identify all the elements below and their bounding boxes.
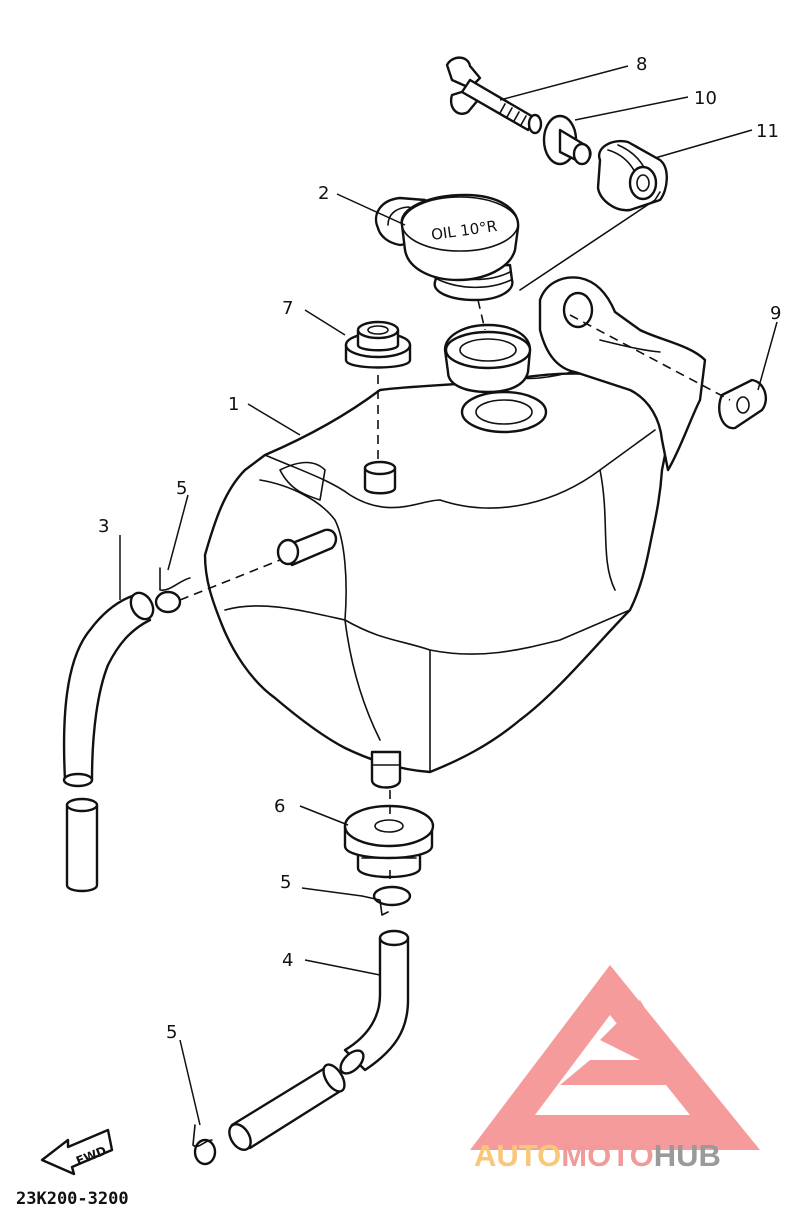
callout-9: 9 (770, 303, 781, 324)
callout-4: 4 (282, 950, 293, 971)
fwd-arrow-icon: FWD (40, 1128, 114, 1176)
hose-3 (62, 591, 155, 893)
callout-5-lower: 5 (166, 1022, 177, 1043)
watermark-auto: AUTO (474, 1138, 561, 1173)
callout-6: 6 (274, 796, 285, 817)
callout-8: 8 (636, 54, 647, 75)
watermark-logo (470, 965, 760, 1150)
callout-5-middle: 5 (280, 872, 291, 893)
callout-7: 7 (282, 298, 293, 319)
bolt-8 (445, 56, 543, 135)
callout-3: 3 (98, 516, 109, 537)
callout-11: 11 (756, 121, 779, 142)
part-code: 23K200-3200 (16, 1189, 129, 1209)
oil-tank-cap: OIL 10°R (374, 193, 520, 302)
watermark-m-icon (560, 1000, 690, 1085)
clip-5-middle (361, 885, 412, 916)
grommet-6 (343, 804, 435, 879)
callout-5-upper: 5 (176, 478, 187, 499)
watermark-triangle-icon (470, 965, 760, 1150)
hose-4 (228, 929, 410, 1151)
washer-9 (718, 378, 767, 430)
callout-10: 10 (694, 88, 717, 109)
watermark-hub: HUB (654, 1138, 721, 1173)
watermark-text: AUTOMOTOHUB (474, 1138, 721, 1173)
damper-11 (596, 139, 668, 212)
callout-1: 1 (228, 394, 239, 415)
assembly-lines (179, 191, 731, 885)
leader-lines (119, 65, 778, 1126)
clip-5-upper (154, 567, 191, 614)
oil-tank (203, 276, 707, 789)
collar-10 (542, 114, 592, 166)
callout-labels: 1 2 3 4 5 5 5 6 7 8 9 10 11 (98, 54, 781, 1043)
clip-5-lower (192, 1124, 217, 1166)
grommet-7 (344, 320, 412, 369)
watermark-moto: MOTO (561, 1138, 653, 1173)
callout-2: 2 (318, 183, 329, 204)
